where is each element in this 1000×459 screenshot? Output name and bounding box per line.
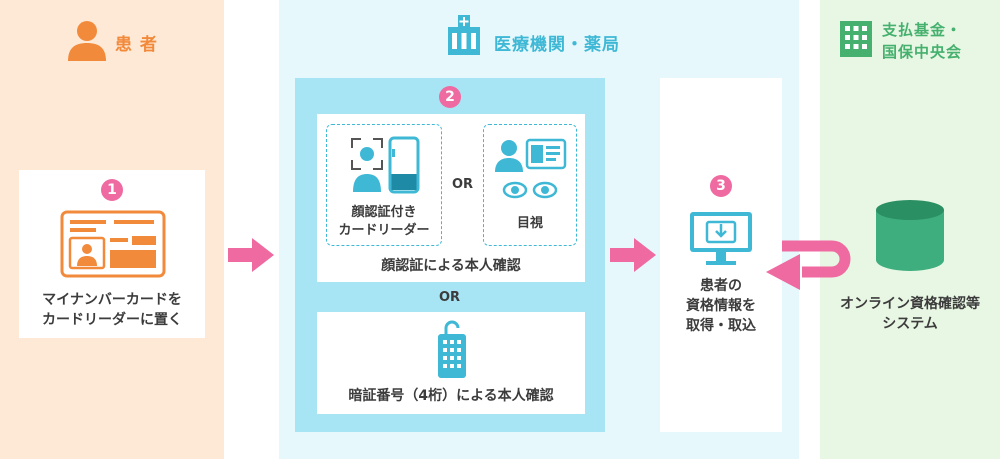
pin-pad-icon bbox=[438, 320, 466, 378]
system-label-line2: システム bbox=[882, 316, 938, 332]
arrow-right-icon bbox=[610, 238, 656, 272]
pin-auth-label: 暗証番号（4桁）による本人確認 bbox=[348, 388, 554, 404]
computer-icon bbox=[690, 212, 752, 265]
return-arrow-icon bbox=[766, 240, 851, 290]
database-icon bbox=[876, 200, 944, 271]
step1-badge: 1 bbox=[101, 179, 123, 201]
step3-line3: 取得・取込 bbox=[686, 318, 756, 334]
system-label-line1: オンライン資格確認等 bbox=[840, 296, 980, 312]
step1-line2: カードリーダーに置く bbox=[42, 312, 182, 328]
hospital-icon bbox=[448, 15, 480, 55]
patient-title: 患 者 bbox=[115, 35, 158, 55]
visual-check-box bbox=[483, 124, 577, 246]
step1-line1: マイナンバーカードを bbox=[42, 292, 182, 308]
or-middle: OR bbox=[439, 290, 461, 305]
person-icon bbox=[68, 21, 106, 61]
face-reader-box bbox=[326, 124, 442, 246]
step1-text: マイナンバーカードを カードリーダーに置く bbox=[19, 290, 205, 330]
face-reader-label-line1: 顔認証付き bbox=[351, 205, 417, 220]
face-reader-label-line2: カードリーダー bbox=[338, 223, 430, 238]
face-reader-icon bbox=[351, 136, 420, 194]
system-label: オンライン資格確認等 システム bbox=[820, 294, 1000, 334]
visual-check-label: 目視 bbox=[516, 216, 543, 231]
step3-line1: 患者の bbox=[700, 278, 742, 294]
visual-check-icon bbox=[495, 138, 567, 199]
step2-badge: 2 bbox=[439, 86, 461, 108]
face-reader-label: 顔認証付き カードリーダー bbox=[326, 204, 442, 240]
step3-badge: 3 bbox=[710, 175, 732, 197]
face-auth-label: 顔認証による本人確認 bbox=[381, 258, 521, 274]
step3-line2: 資格情報を bbox=[686, 298, 756, 314]
id-card-icon bbox=[60, 210, 166, 278]
building-icon bbox=[840, 21, 872, 57]
step3-text: 患者の 資格情報を 取得・取込 bbox=[660, 276, 782, 336]
fund-title-line1: 支払基金・ bbox=[882, 21, 963, 39]
fund-title: 支払基金・ 国保中央会 bbox=[882, 19, 962, 63]
arrow-right-icon bbox=[228, 238, 274, 272]
eye-icon bbox=[502, 181, 558, 199]
or-inner: OR bbox=[452, 177, 474, 192]
medical-title: 医療機関・薬局 bbox=[494, 35, 620, 55]
fund-title-line2: 国保中央会 bbox=[882, 43, 963, 61]
